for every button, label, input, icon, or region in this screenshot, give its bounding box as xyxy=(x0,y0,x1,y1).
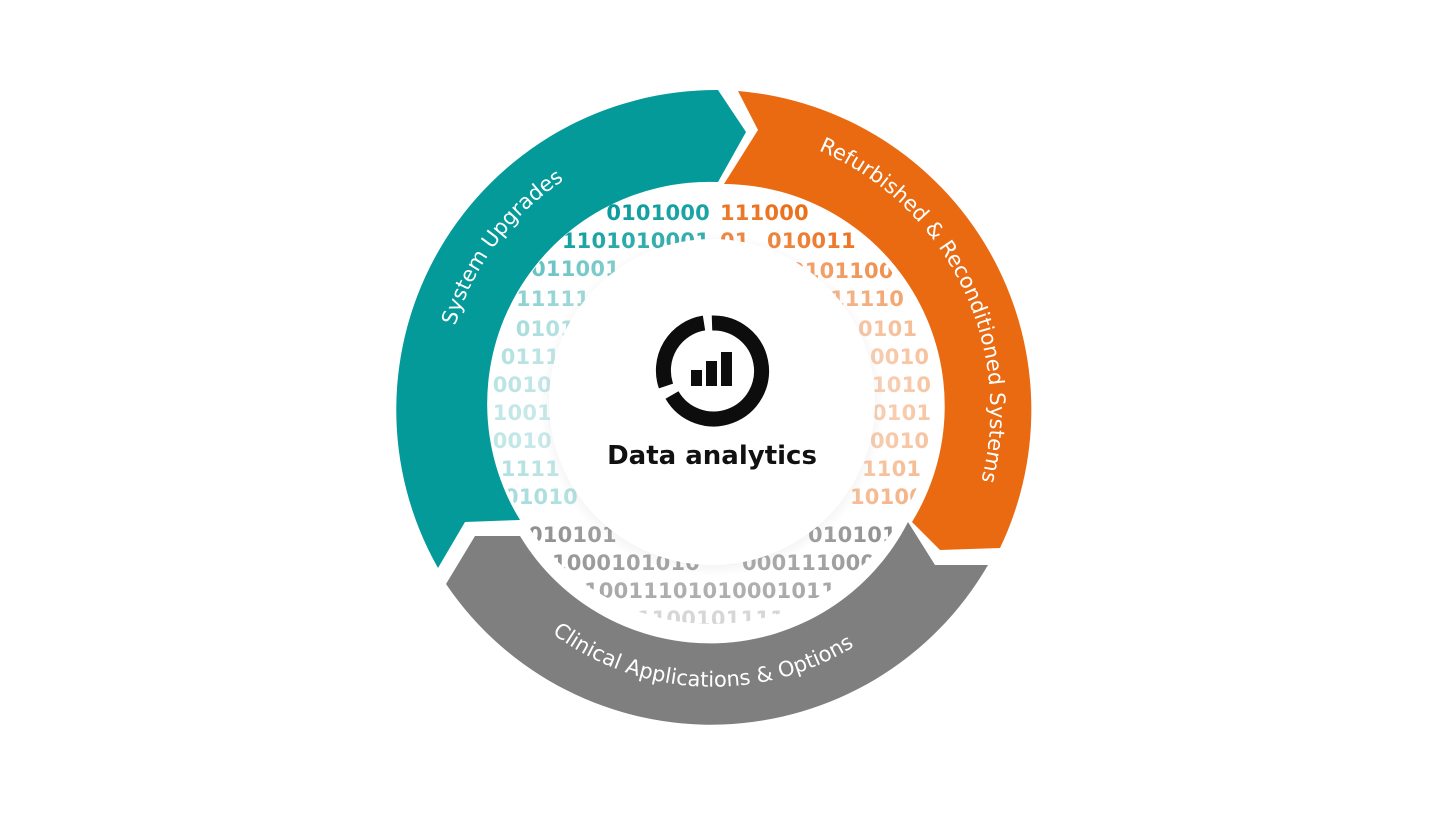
analytics-chart-icon xyxy=(655,315,770,427)
segment-system-upgrades[interactable] xyxy=(396,89,746,568)
center-title: Data analytics xyxy=(607,441,817,471)
segment-refurbished-systems[interactable] xyxy=(724,91,1032,550)
center-disc xyxy=(549,239,875,565)
segment-clinical-applications[interactable] xyxy=(446,522,988,725)
